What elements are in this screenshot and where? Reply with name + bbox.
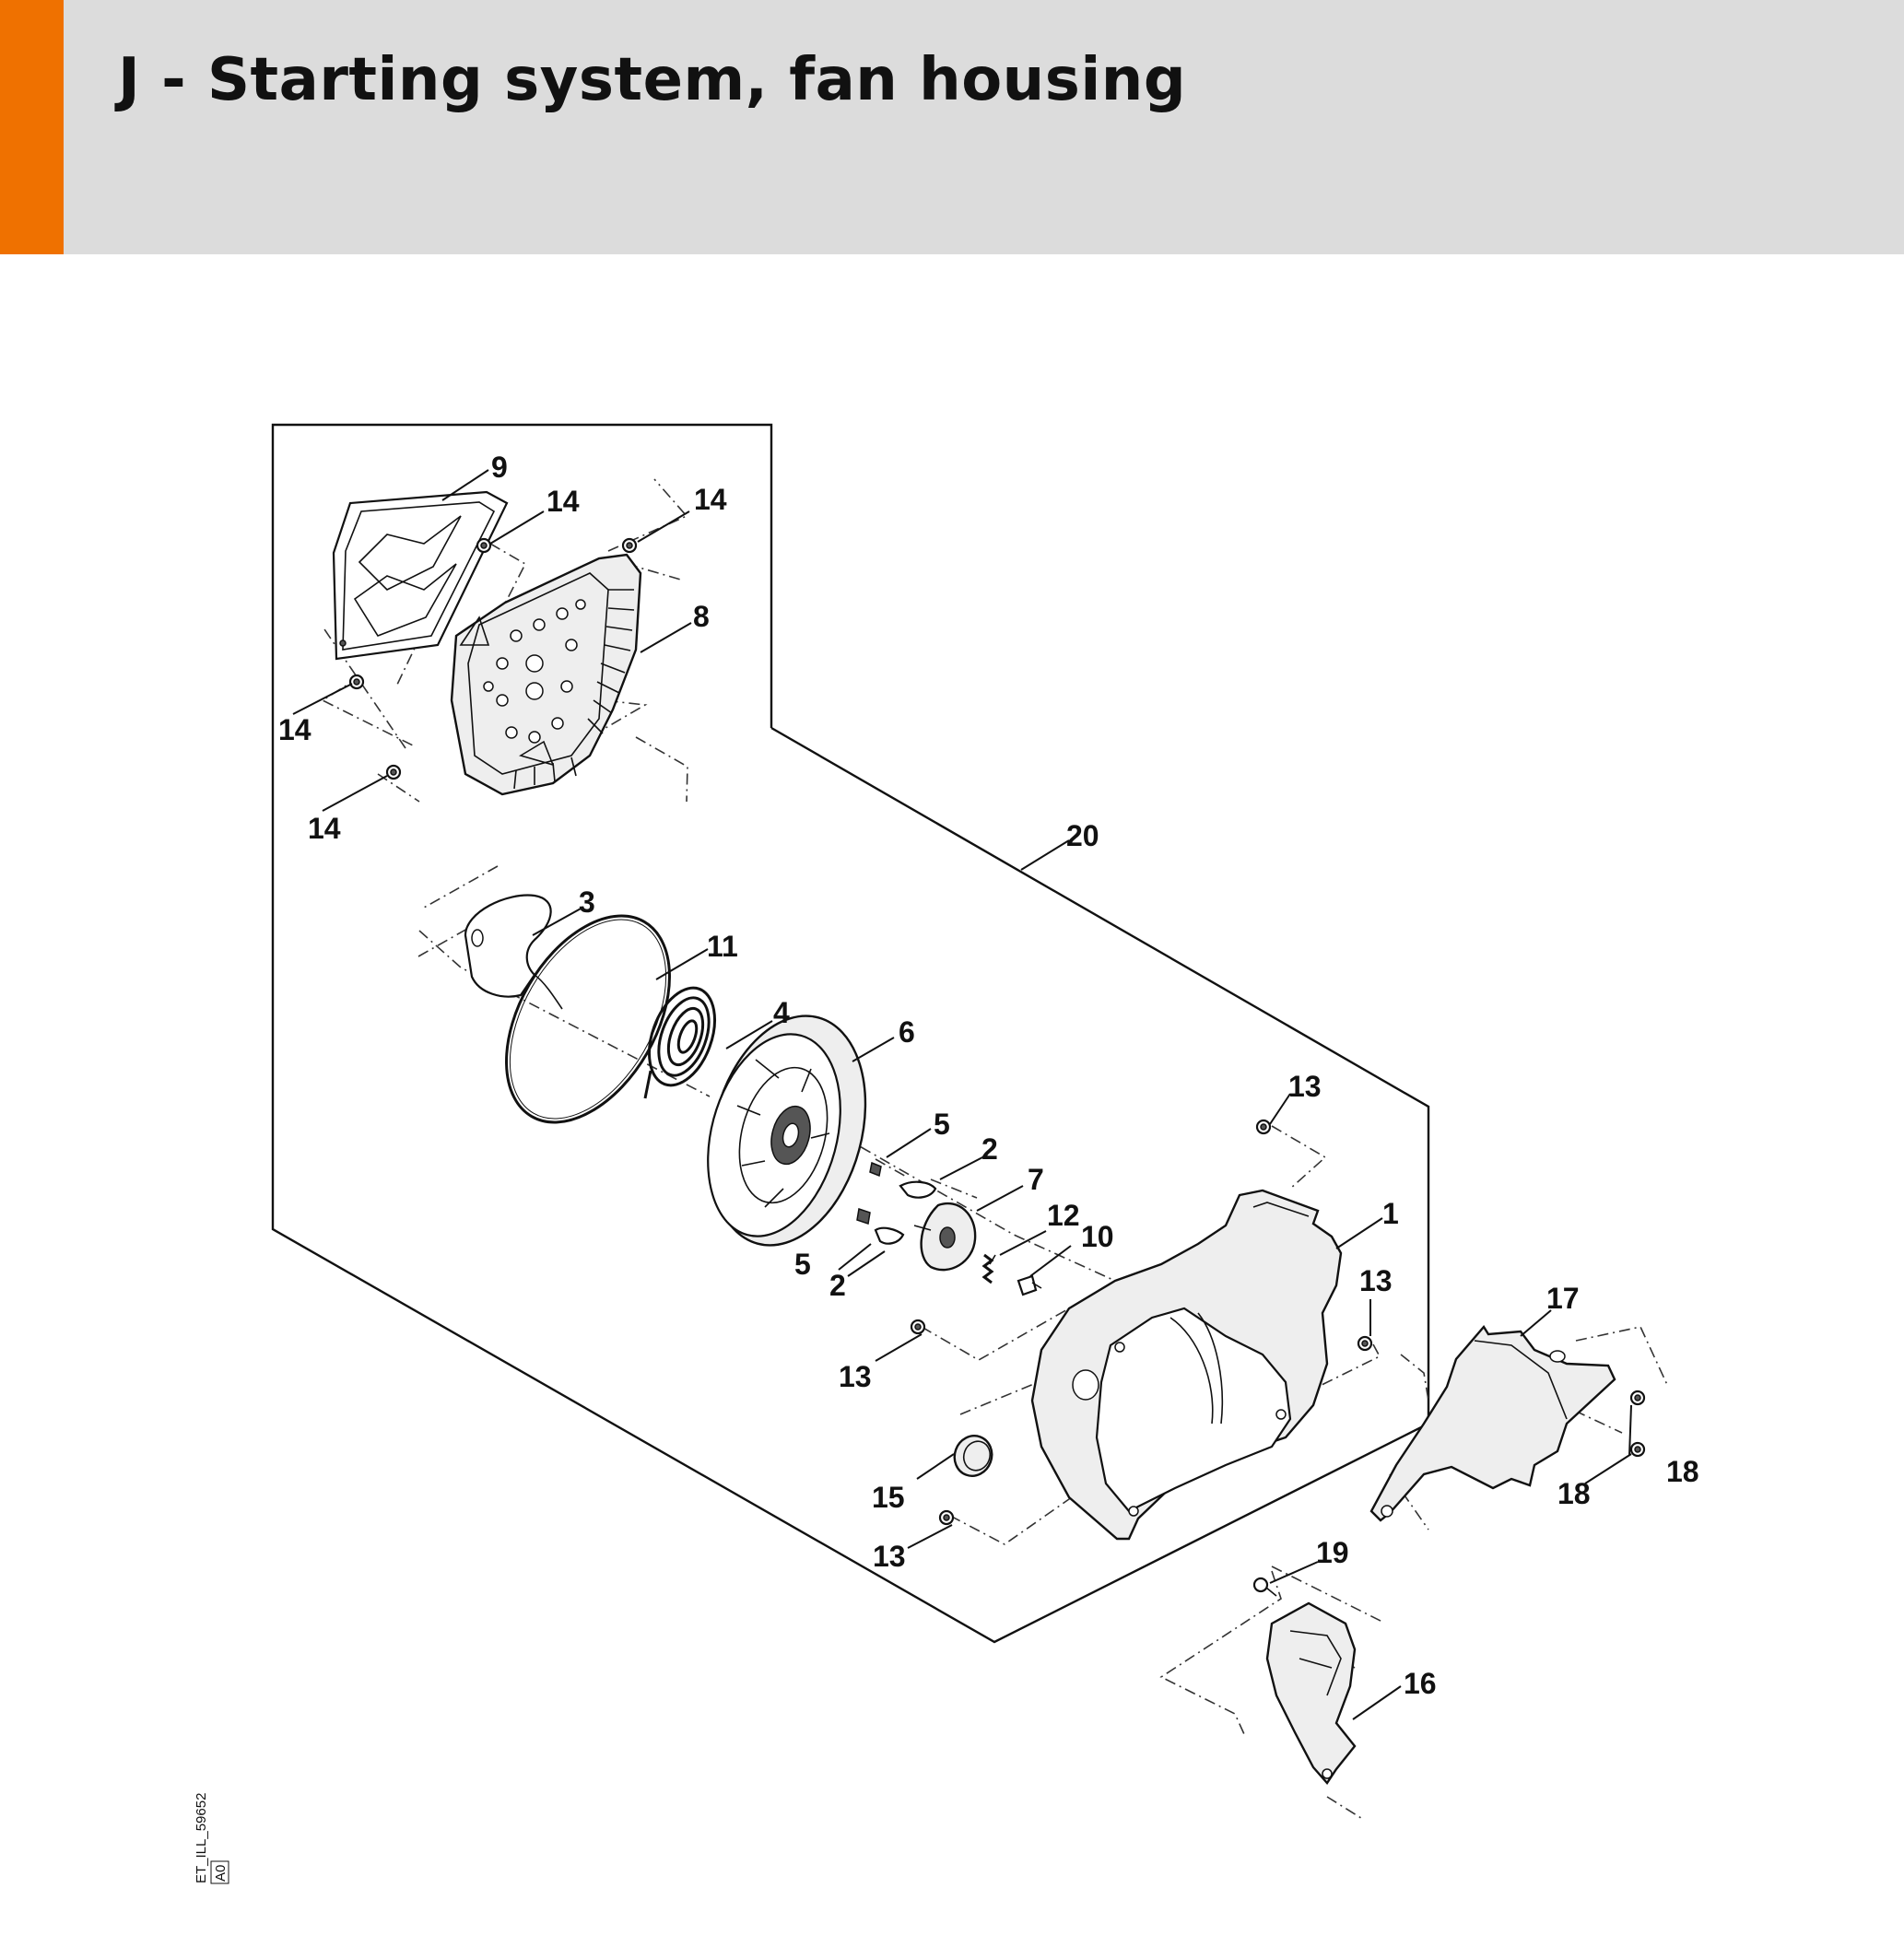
part-12-spring: [981, 1253, 996, 1284]
part-4-rewind-spring: [643, 986, 716, 1099]
callout-13: 13: [1288, 1070, 1322, 1103]
part-11-starter-rope: [505, 914, 671, 1124]
screw-13-a: [1255, 1119, 1272, 1135]
screw-14-c: [348, 674, 365, 690]
callout-6: 6: [899, 1015, 915, 1049]
callout-14: 14: [547, 485, 580, 518]
callout-14: 14: [694, 483, 727, 516]
callout-3: 3: [579, 885, 595, 919]
part-17-side-cover: [1369, 1324, 1616, 1522]
callout-14: 14: [308, 812, 341, 845]
part-9-cover-plate: [332, 490, 509, 661]
reference-code: ET_ILL_59652: [194, 1793, 209, 1883]
part-1-fan-housing: [1030, 1189, 1343, 1541]
callout-2: 2: [829, 1269, 846, 1302]
callout-4: 4: [773, 996, 790, 1029]
callout-5: 5: [794, 1248, 811, 1281]
header-bar: J - Starting system, fan housing: [0, 0, 1904, 254]
screw-18-a: [1629, 1390, 1646, 1406]
illustration-reference: ET_ILL_59652 A0: [194, 1793, 229, 1884]
reference-revision: A0: [213, 1865, 229, 1882]
callout-20: 20: [1066, 819, 1099, 852]
callout-15: 15: [872, 1481, 905, 1514]
callout-5: 5: [934, 1108, 950, 1141]
callout-13: 13: [873, 1540, 906, 1573]
assembly-frame: [271, 423, 1430, 1644]
part-3-starter-grip: [464, 894, 563, 1010]
callout-13: 13: [839, 1360, 872, 1393]
callout-9: 9: [491, 451, 508, 484]
callout-16: 16: [1404, 1667, 1437, 1700]
callout-14: 14: [278, 713, 311, 746]
callout-2: 2: [981, 1132, 998, 1166]
screw-13-b: [1357, 1335, 1373, 1352]
callout-18: 18: [1557, 1477, 1591, 1510]
screw-14-b: [621, 537, 638, 554]
screws: [348, 537, 1646, 1597]
part-2-pawl: [874, 1180, 937, 1245]
part-6-rope-rotor: [707, 1014, 867, 1247]
screw-14-d: [385, 764, 402, 780]
callout-13: 13: [1359, 1264, 1393, 1297]
screw-19: [1252, 1577, 1277, 1597]
callout-19: 19: [1316, 1536, 1349, 1569]
callout-11: 11: [707, 930, 738, 963]
leader-lines: [292, 469, 1632, 1720]
part-16-bracket: [1265, 1601, 1357, 1785]
callout-18: 18: [1666, 1455, 1699, 1488]
callout-labels: 9 14 14 8 14 14 20 3 11 4 6 13 5 2 7 1 1…: [278, 451, 1699, 1700]
callout-10: 10: [1081, 1220, 1114, 1253]
accent-bar: [0, 0, 64, 254]
part-5-pawl-spring: [856, 1161, 882, 1225]
part-8-starter-housing: [450, 553, 642, 796]
part-10-screw: [1017, 1274, 1042, 1296]
page-title: J - Starting system, fan housing: [118, 46, 1187, 114]
screw-14-a: [476, 537, 492, 554]
callout-12: 12: [1047, 1199, 1080, 1232]
part-15-plug: [953, 1435, 993, 1477]
screw-18-b: [1629, 1441, 1646, 1458]
screw-13-d: [938, 1509, 955, 1526]
part-7-carrier: [913, 1202, 977, 1272]
callout-1: 1: [1382, 1197, 1399, 1230]
callout-8: 8: [693, 600, 710, 633]
callout-17: 17: [1546, 1282, 1580, 1315]
callout-7: 7: [1028, 1163, 1044, 1196]
screw-13-c: [910, 1319, 926, 1335]
